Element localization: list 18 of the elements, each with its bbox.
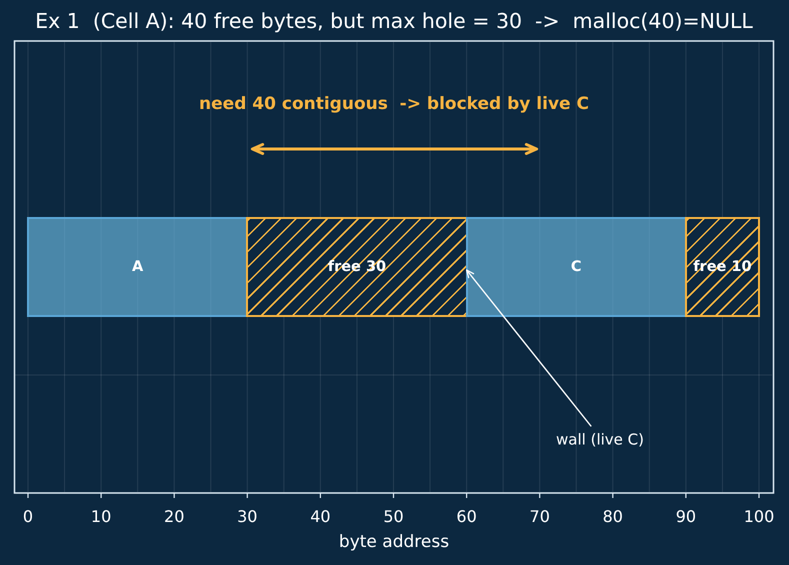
tick-label: 10 <box>90 508 112 526</box>
tick-label: 40 <box>310 508 331 526</box>
tick-label: 100 <box>744 508 774 526</box>
tick-label: 0 <box>22 508 34 526</box>
diagram-title: Ex 1 (Cell A): 40 free bytes, but max hole = 30 -> malloc(40)=NULL <box>35 10 753 34</box>
allocated-block: C <box>466 217 687 317</box>
callout-label: wall (live C) <box>556 431 644 449</box>
axis-title: byte address <box>338 533 450 553</box>
tick-label: 20 <box>164 508 184 526</box>
tick-label: 80 <box>602 508 623 526</box>
tick-label: 30 <box>237 508 258 526</box>
tick-label: 90 <box>676 508 696 526</box>
allocated-block: A <box>27 217 248 317</box>
annotation-text: need 40 contiguous -> blocked by live C <box>199 95 589 115</box>
tick-label: 50 <box>383 508 404 526</box>
tick-label: 60 <box>456 508 477 526</box>
tick-label: 70 <box>530 508 550 526</box>
leader-arrow <box>466 269 592 427</box>
